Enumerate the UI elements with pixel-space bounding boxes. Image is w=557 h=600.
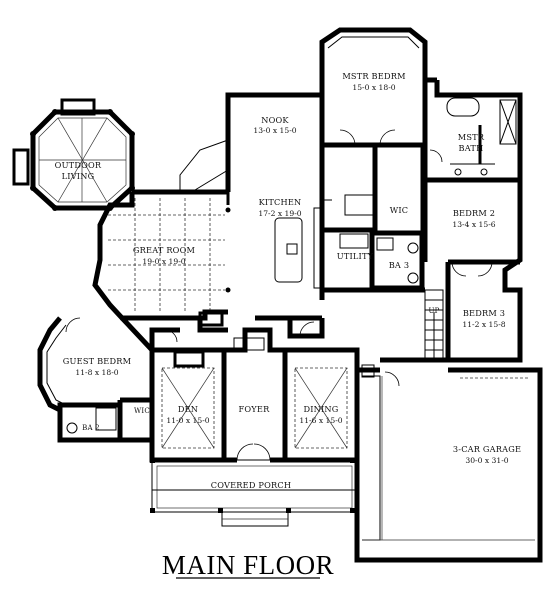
den-dim: 11-0 x 15-0: [166, 416, 209, 425]
bedrm2-dim: 13-4 x 15-6: [452, 220, 495, 229]
guest-bedrm-name: GUEST BEDRM: [63, 356, 131, 366]
dining-dim: 11-6 x 15-0: [299, 416, 342, 425]
nook-name: NOOK: [261, 115, 289, 125]
wic-master-name: WIC: [390, 205, 409, 215]
garage-walls: [354, 364, 543, 563]
covered-porch-name: COVERED PORCH: [211, 480, 291, 490]
mstr-bedrm-dim: 15-0 x 18-0: [352, 83, 395, 92]
guest-suite-walls: [37, 316, 155, 443]
kitchen-name: KITCHEN: [259, 197, 302, 207]
mstr-bath-name2: BATH: [459, 143, 484, 153]
garage-dim: 30-0 x 31-0: [465, 456, 508, 465]
guest-bedrm-dim: 11-8 x 18-0: [75, 368, 118, 377]
outdoor-living-name: OUTDOOR: [55, 160, 102, 170]
bedrm2-name: BEDRM 2: [453, 208, 495, 218]
nook-dim: 13-0 x 15-0: [253, 126, 296, 135]
floor-title: MAIN FLOOR: [162, 550, 334, 580]
outdoor-living-name2: LIVING: [62, 171, 95, 181]
wic-guest-name: WIC: [134, 407, 150, 415]
master-suite-walls: [319, 27, 523, 236]
den-name: DEN: [178, 404, 198, 414]
outdoor-living-area: [12, 98, 135, 211]
ba3-name: BA 3: [389, 260, 410, 270]
mstr-bath-name: MSTR: [458, 132, 485, 142]
bedroom-wing-walls: [319, 180, 523, 363]
ba2-name: BA 2: [82, 424, 100, 432]
bedrm3-name: BEDRM 3: [463, 308, 505, 318]
dining-name: DINING: [303, 404, 338, 414]
garage-name: 3-CAR GARAGE: [453, 444, 521, 454]
utility-name: UTILITY: [337, 251, 374, 261]
room-labels: MSTR BEDRM 15-0 x 18-0 MSTR BATH NOOK 13…: [55, 71, 521, 490]
foyer-name: FOYER: [239, 404, 271, 414]
covered-porch-walls: [150, 458, 358, 527]
kitchen-dim: 17-2 x 19-0: [258, 209, 301, 218]
stairs-up-label: UP: [428, 307, 439, 315]
great-room-name: GREAT ROOM: [133, 245, 195, 255]
bedrm3-dim: 11-2 x 15-8: [462, 320, 505, 329]
mstr-bedrm-name: MSTR BEDRM: [342, 71, 405, 81]
front-rooms-walls: [149, 311, 360, 463]
great-room-dim: 19-0 x 19-0: [142, 257, 185, 266]
